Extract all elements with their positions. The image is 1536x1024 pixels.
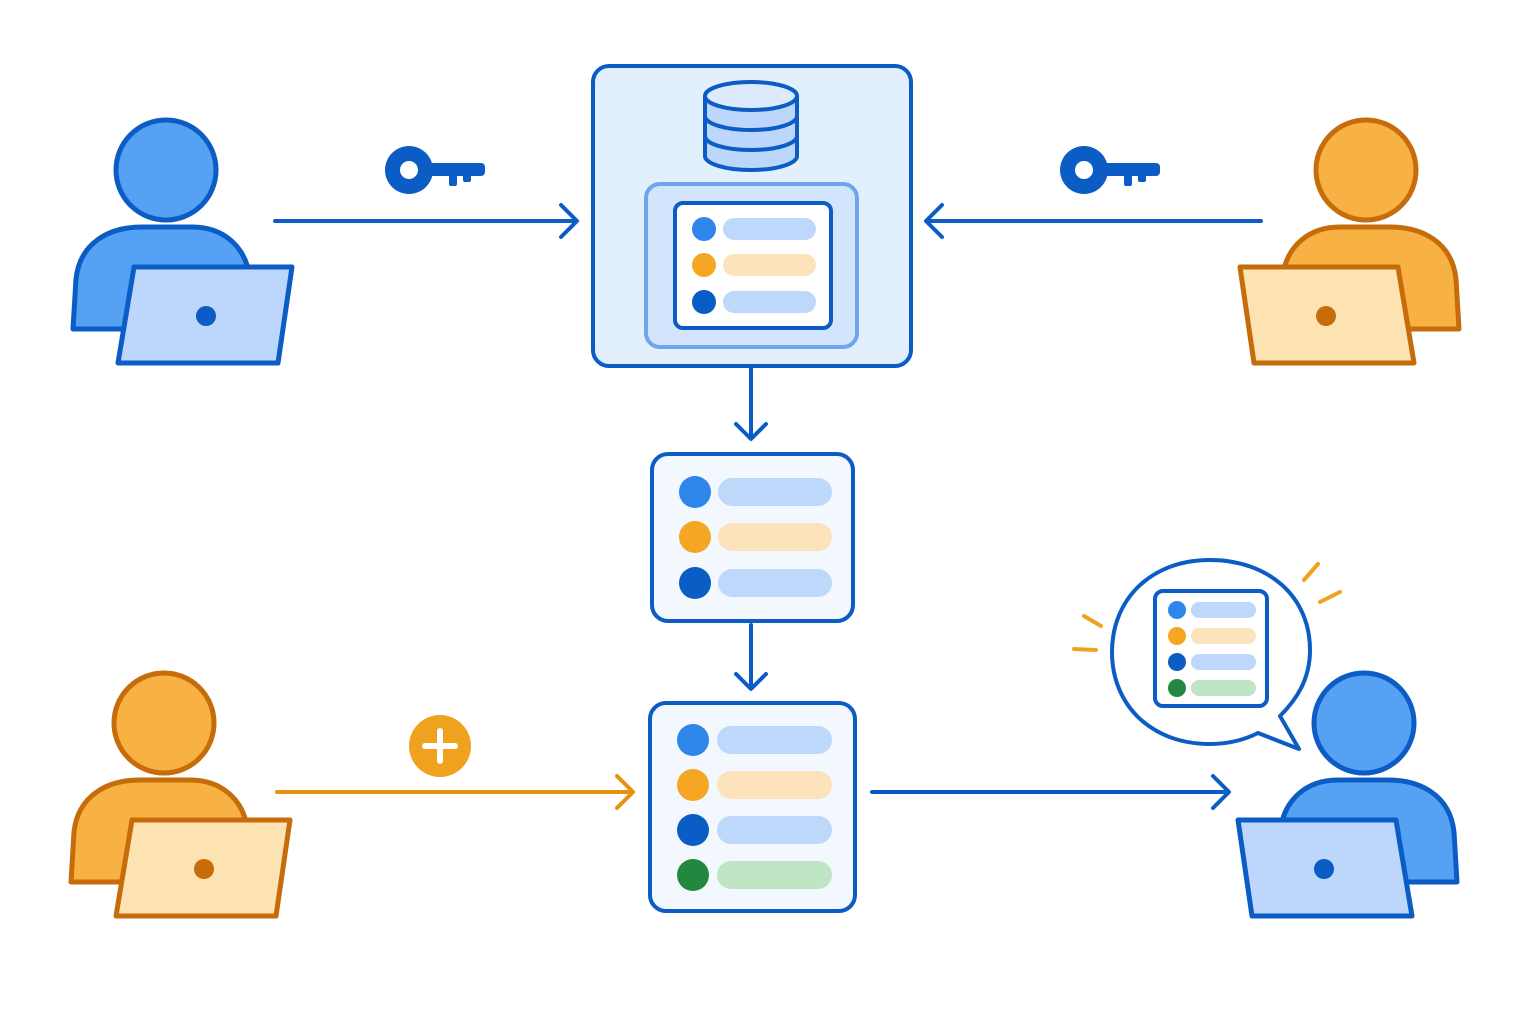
laptop-logo-dot [1314, 859, 1334, 879]
person-head [111, 670, 217, 776]
list-item [677, 814, 832, 846]
shared-list-node [650, 452, 855, 623]
connector-user-top-right-to-server [924, 203, 1263, 239]
user-bottom-left [68, 670, 293, 919]
laptop-logo-dot [196, 306, 216, 326]
laptop-logo-dot [1316, 306, 1336, 326]
list-item [692, 290, 816, 314]
list-item [679, 567, 832, 599]
list-item [679, 476, 832, 508]
person-head [1311, 670, 1417, 776]
list-item [677, 724, 832, 756]
list-item [679, 521, 832, 553]
user-top-right [1237, 117, 1462, 366]
list-item [677, 859, 832, 891]
connector-user-top-left-to-server [273, 203, 579, 239]
speech-bubble [1072, 558, 1342, 751]
list-item [1168, 679, 1256, 697]
users-layer [68, 117, 1462, 919]
key-icon [385, 146, 485, 194]
sparkle-lines-icon [1072, 562, 1342, 652]
database-server-node [591, 64, 913, 368]
list-item [1168, 627, 1256, 645]
server-record-list [673, 201, 833, 330]
connector-server-to-shared-list [734, 367, 768, 441]
plus-icon [409, 715, 471, 777]
updated-list-node [648, 701, 857, 913]
connector-user-bottom-left-to-updated-list [275, 774, 635, 810]
key-icon [1060, 146, 1160, 194]
laptop-logo-dot [194, 859, 214, 879]
list-item [692, 217, 816, 241]
person-head [1313, 117, 1419, 223]
database-icon [703, 80, 799, 172]
list-item [1168, 653, 1256, 671]
list-item [677, 769, 832, 801]
person-head [113, 117, 219, 223]
user-top-left [70, 117, 295, 366]
list-item [692, 253, 816, 277]
list-item [1168, 601, 1256, 619]
connector-updated-list-to-user-bottom-right [870, 774, 1231, 810]
connector-shared-list-to-updated-list [734, 623, 768, 691]
user-bottom-right [1235, 670, 1460, 919]
